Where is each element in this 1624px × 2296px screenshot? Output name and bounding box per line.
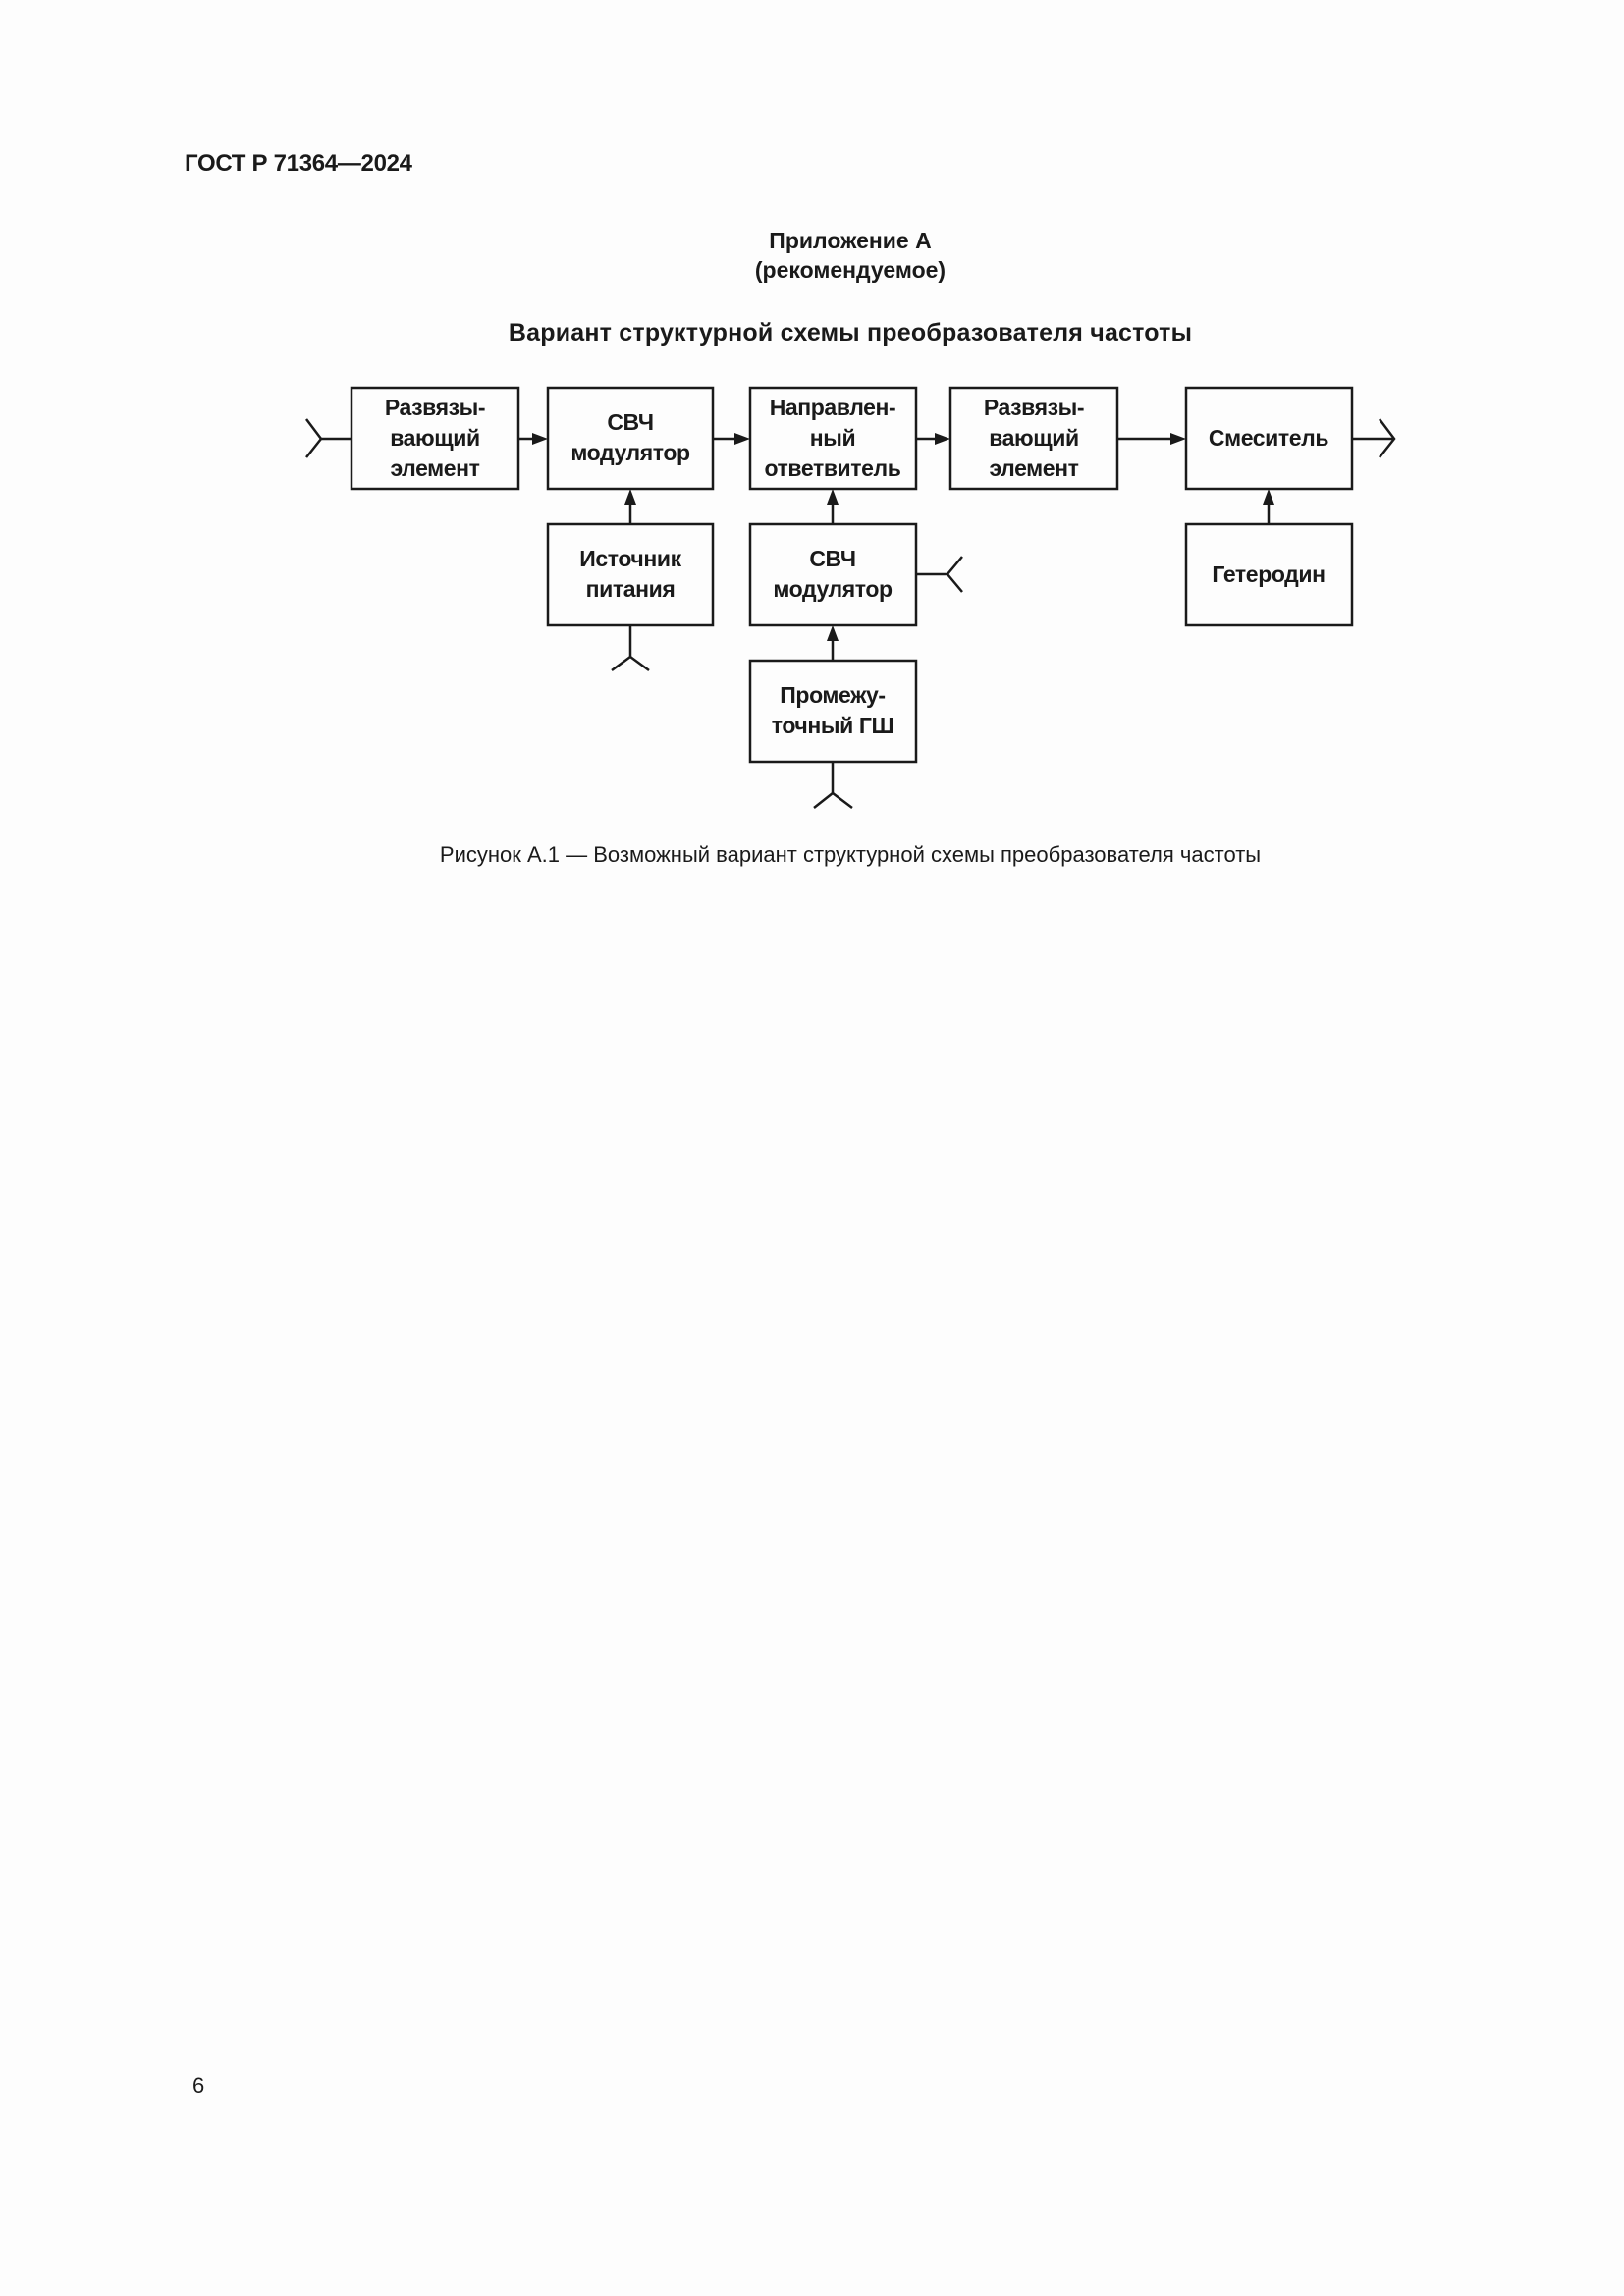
- svg-text:вающий: вающий: [390, 425, 480, 451]
- svg-text:Гетеродин: Гетеродин: [1212, 561, 1325, 587]
- page-number: 6: [192, 2073, 205, 2098]
- document-header: ГОСТ Р 71364—2024: [185, 150, 412, 177]
- svg-text:питания: питания: [586, 576, 676, 602]
- svg-text:Источник: Источник: [579, 546, 681, 571]
- block-microwave-modulator-2: СВЧ модулятор: [748, 522, 918, 627]
- appendix-status: (рекомендуемое): [754, 257, 947, 283]
- modulator2-input-antenna-icon: [916, 556, 963, 593]
- svg-text:Развязы-: Развязы-: [984, 395, 1084, 420]
- arrow-noise-to-modulator2: [827, 625, 839, 661]
- input-antenna-icon: [305, 418, 352, 458]
- block-local-oscillator: Гетеродин: [1184, 522, 1354, 627]
- noise-input-antenna-icon: [813, 762, 853, 809]
- svg-text:точный ГШ: точный ГШ: [772, 713, 893, 738]
- svg-text:ответвитель: ответвитель: [764, 455, 900, 481]
- svg-text:элемент: элемент: [989, 455, 1078, 481]
- block-if-noise-generator: Промежу- точный ГШ: [748, 659, 918, 764]
- svg-text:ный: ный: [810, 425, 855, 451]
- svg-text:Развязы-: Развязы-: [385, 395, 485, 420]
- block-decoupler-1: Развязы- вающий элемент: [350, 386, 520, 491]
- arrow-power-to-modulator1: [624, 489, 636, 524]
- svg-text:вающий: вающий: [989, 425, 1079, 451]
- arrow-decoupler1-to-modulator1: [518, 433, 548, 445]
- block-directional-coupler: Направлен- ный ответвитель: [748, 386, 918, 491]
- svg-text:СВЧ: СВЧ: [809, 546, 855, 571]
- svg-text:Смеситель: Смеситель: [1209, 425, 1329, 451]
- svg-text:Направлен-: Направлен-: [770, 395, 896, 420]
- section-title: Вариант структурной схемы преобразовател…: [508, 319, 1193, 347]
- svg-text:модулятор: модулятор: [773, 576, 893, 602]
- figure-caption: Рисунок А.1 — Возможный вариант структур…: [439, 842, 1262, 867]
- block-decoupler-2: Развязы- вающий элемент: [948, 386, 1119, 491]
- power-input-antenna-icon: [611, 625, 650, 672]
- svg-text:СВЧ: СВЧ: [607, 409, 653, 435]
- svg-text:элемент: элемент: [390, 455, 479, 481]
- block-microwave-modulator-1: СВЧ модулятор: [546, 386, 715, 491]
- arrow-oscillator-to-mixer: [1263, 489, 1274, 524]
- block-mixer: Смеситель: [1184, 386, 1354, 491]
- svg-text:Промежу-: Промежу-: [780, 682, 885, 708]
- svg-text:модулятор: модулятор: [570, 440, 690, 465]
- block-power-supply: Источник питания: [546, 522, 715, 627]
- output-antenna-icon: [1352, 418, 1396, 458]
- arrow-modulator2-to-coupler: [827, 489, 839, 524]
- arrow-modulator1-to-coupler: [713, 433, 750, 445]
- arrow-coupler-to-decoupler2: [916, 433, 950, 445]
- appendix-title: Приложение А: [769, 228, 932, 253]
- arrow-decoupler2-to-mixer: [1117, 433, 1186, 445]
